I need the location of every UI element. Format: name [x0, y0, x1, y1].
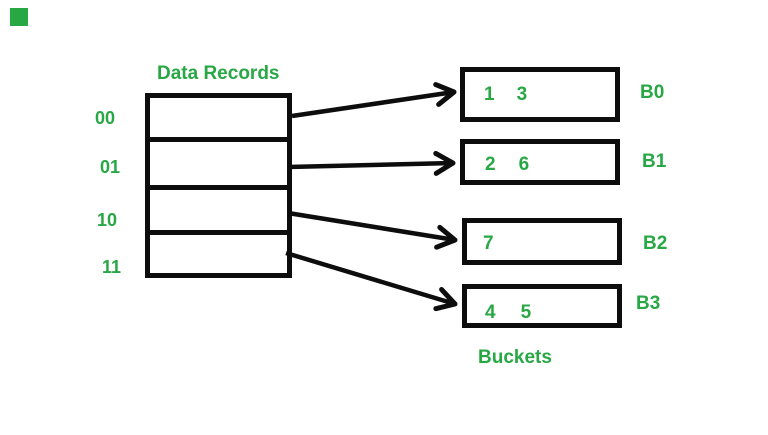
- buckets-caption: Buckets: [478, 347, 552, 368]
- directory-entry-label-10: 10: [97, 210, 118, 230]
- bucket-label-b2: B2: [643, 233, 668, 254]
- bucket-label-b3: B3: [636, 293, 661, 314]
- bucket-label-b1: B1: [642, 151, 667, 172]
- directory-cell-10: [150, 190, 287, 235]
- directory-table: [145, 93, 292, 278]
- bucket-b0-values: 1 3: [484, 85, 527, 104]
- arrow-01-to-b1: [287, 150, 456, 176]
- bucket-b0: 1 3: [460, 67, 620, 122]
- bucket-value: 2: [485, 154, 496, 175]
- bucket-value: 7: [483, 233, 494, 254]
- bucket-label-b0: B0: [640, 82, 665, 103]
- bucket-value: 3: [516, 84, 528, 105]
- bucket-b2: 7: [462, 218, 622, 265]
- directory-entry-label-01: 01: [100, 157, 121, 177]
- bucket-value: 6: [518, 154, 530, 175]
- bucket-value: 1: [484, 84, 495, 105]
- directory-entry-label-11: 11: [102, 257, 122, 277]
- data-records-title: Data Records: [157, 63, 280, 84]
- directory-cell-01: [150, 142, 287, 190]
- directory-cell-11: [150, 235, 287, 273]
- directory-cell-00: [150, 98, 287, 142]
- bucket-b3-values: 4 5: [485, 303, 531, 322]
- arrow-10-to-b2: [287, 210, 458, 250]
- bucket-b3: 4 5: [462, 284, 622, 328]
- bucket-value: 5: [520, 302, 532, 323]
- green-square-marker: [10, 8, 28, 26]
- arrow-00-to-b0: [291, 82, 457, 119]
- directory-entry-label-00: 00: [95, 108, 116, 128]
- bucket-value: 4: [485, 302, 496, 323]
- bucket-b2-values: 7: [483, 234, 517, 253]
- bucket-b1: 2 6: [460, 139, 620, 185]
- bucket-b1-values: 2 6: [485, 155, 529, 174]
- arrow-11-to-b3: [285, 250, 458, 312]
